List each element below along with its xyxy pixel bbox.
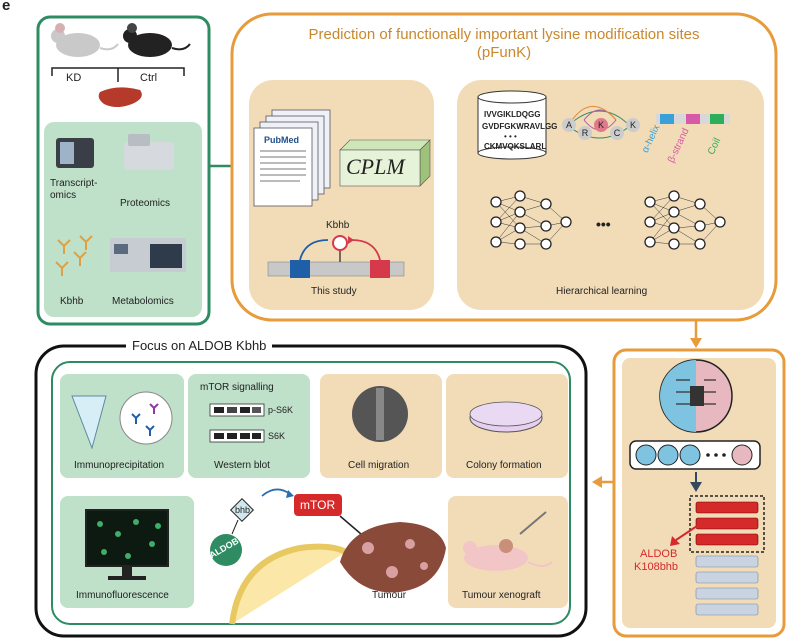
if-caption: Immunofluorescence bbox=[76, 590, 169, 601]
pubmed-papers-icon bbox=[253, 109, 331, 207]
mouse-bracket bbox=[51, 67, 185, 82]
neural-chip-icon bbox=[659, 359, 733, 433]
focus-title: Focus on ALDOB Kbhb bbox=[126, 338, 273, 353]
kbhb-construct-label: Kbhb bbox=[326, 220, 350, 231]
residue-r: R bbox=[578, 126, 592, 140]
lcms-icon bbox=[110, 238, 186, 272]
tumour-caption: Tumour bbox=[372, 590, 407, 601]
site-label-line2: K108bhb bbox=[634, 561, 679, 573]
panel-letter: e bbox=[2, 0, 11, 14]
antibody-icons bbox=[55, 235, 93, 276]
xenograft-mouse-icon bbox=[463, 511, 553, 571]
mouse-ctrl-label: Ctrl bbox=[140, 72, 158, 84]
neural-network-nodes-2 bbox=[644, 190, 726, 250]
residue-k-central: K bbox=[594, 118, 608, 132]
wb-caption: Western blot bbox=[214, 460, 270, 471]
mouse-kd-label: KD bbox=[66, 72, 82, 84]
pubmed-label: PubMed bbox=[264, 135, 299, 145]
pfunk-title-line1: Prediction of functionally important lys… bbox=[308, 26, 700, 43]
this-study-caption: This study bbox=[311, 286, 357, 297]
bhb-label: bhb bbox=[235, 505, 251, 515]
colony-caption: Colony formation bbox=[466, 460, 542, 471]
wb-band-ps6k: p-S6K bbox=[268, 405, 294, 415]
mechanism-membrane-icon bbox=[229, 543, 348, 625]
colony-dish-icon bbox=[469, 401, 543, 433]
site-label-line1: ALDOB bbox=[640, 548, 678, 560]
kbhb-construct-icon bbox=[267, 235, 405, 278]
sequencer-icon bbox=[56, 138, 94, 168]
cell-migration-well-icon bbox=[352, 386, 408, 442]
ranking-list bbox=[689, 495, 765, 616]
wb-title: mTOR signalling bbox=[200, 382, 274, 393]
aldob-protein-icon bbox=[210, 497, 255, 566]
ip-caption: Immunoprecipitation bbox=[74, 460, 165, 471]
sequence-3: CKMVQKSLARL bbox=[484, 142, 547, 151]
neural-network-icon-2 bbox=[649, 195, 721, 245]
sequence-database-icon bbox=[477, 90, 547, 160]
cplm-database-icon bbox=[339, 139, 431, 187]
neural-network-nodes-1 bbox=[490, 190, 572, 250]
omics-kbhb-label: Kbhb bbox=[60, 296, 84, 307]
secondary-structure-bar bbox=[656, 114, 730, 124]
mouse-ctrl-icon bbox=[123, 23, 191, 57]
residue-k: K bbox=[626, 118, 640, 132]
ip-tube-icon bbox=[71, 391, 173, 450]
omics-transcriptomics-label: Transcript- omics bbox=[50, 178, 98, 201]
sequence-dots: • • • bbox=[504, 132, 517, 141]
residue-a: A bbox=[562, 118, 576, 132]
omics-proteomics-label: Proteomics bbox=[120, 198, 171, 209]
sequence-1: IVVGIKLDQGG bbox=[484, 110, 541, 119]
immunofluorescence-monitor-icon bbox=[85, 509, 169, 580]
sequence-2: GVDFGKWRAVLGG bbox=[482, 122, 558, 131]
arrow-to-site bbox=[675, 523, 701, 541]
neural-network-icon-1 bbox=[495, 195, 567, 245]
xenograft-caption: Tumour xenograft bbox=[462, 590, 541, 601]
card-wb bbox=[188, 374, 310, 478]
liver-icon bbox=[98, 87, 142, 107]
omics-metabolomics-label: Metabolomics bbox=[112, 296, 174, 307]
migration-caption: Cell migration bbox=[348, 460, 410, 471]
residue-c: C bbox=[610, 126, 624, 140]
embedding-bar bbox=[629, 440, 761, 470]
western-blot-bands bbox=[209, 403, 265, 443]
mass-spec-icon bbox=[124, 134, 174, 170]
mtor-box bbox=[294, 494, 342, 516]
mtor-label: mTOR bbox=[300, 498, 336, 512]
cplm-label: CPLM bbox=[346, 154, 405, 179]
wb-band-s6k: S6K bbox=[268, 431, 286, 441]
network-ellipsis: ••• bbox=[596, 216, 611, 232]
pfunk-title-line2: (pFunK) bbox=[476, 44, 532, 61]
hierarchical-learning-caption: Hierarchical learning bbox=[556, 286, 648, 297]
mouse-kd-icon bbox=[51, 23, 119, 57]
tumour-liver-icon bbox=[340, 522, 446, 593]
